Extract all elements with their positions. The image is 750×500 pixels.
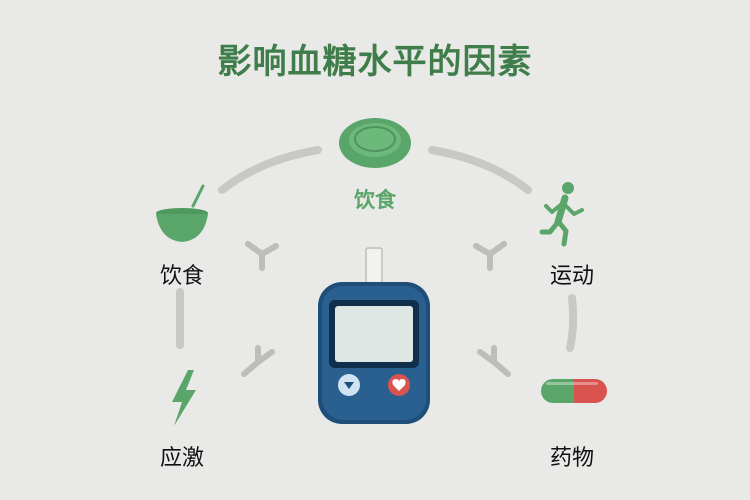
y-connector-upper-left xyxy=(245,241,279,271)
factor-label-exercise: 运动 xyxy=(549,264,594,289)
factor-label-top: 饮食 xyxy=(354,188,396,212)
arc-top-left xyxy=(218,146,322,194)
factor-label-stress: 应激 xyxy=(159,446,204,471)
plate-icon xyxy=(339,118,411,168)
bowl-icon xyxy=(156,184,208,242)
running-person-icon xyxy=(539,182,584,247)
capsule-icon xyxy=(541,379,607,403)
arc-right xyxy=(566,294,578,352)
connector-arcs xyxy=(176,146,578,352)
y-connector-lower-right xyxy=(477,345,511,377)
factor-label-medication: 药物 xyxy=(549,446,594,471)
y-connectors xyxy=(241,241,511,377)
page-title: 影响血糖水平的因素 xyxy=(217,42,533,82)
arc-top-right xyxy=(428,146,532,194)
lightning-icon xyxy=(172,370,196,426)
glucose-meter-icon xyxy=(318,247,430,424)
factor-label-diet: 饮食 xyxy=(159,264,204,289)
y-connector-lower-left xyxy=(241,345,275,377)
y-connector-upper-right xyxy=(473,241,507,271)
